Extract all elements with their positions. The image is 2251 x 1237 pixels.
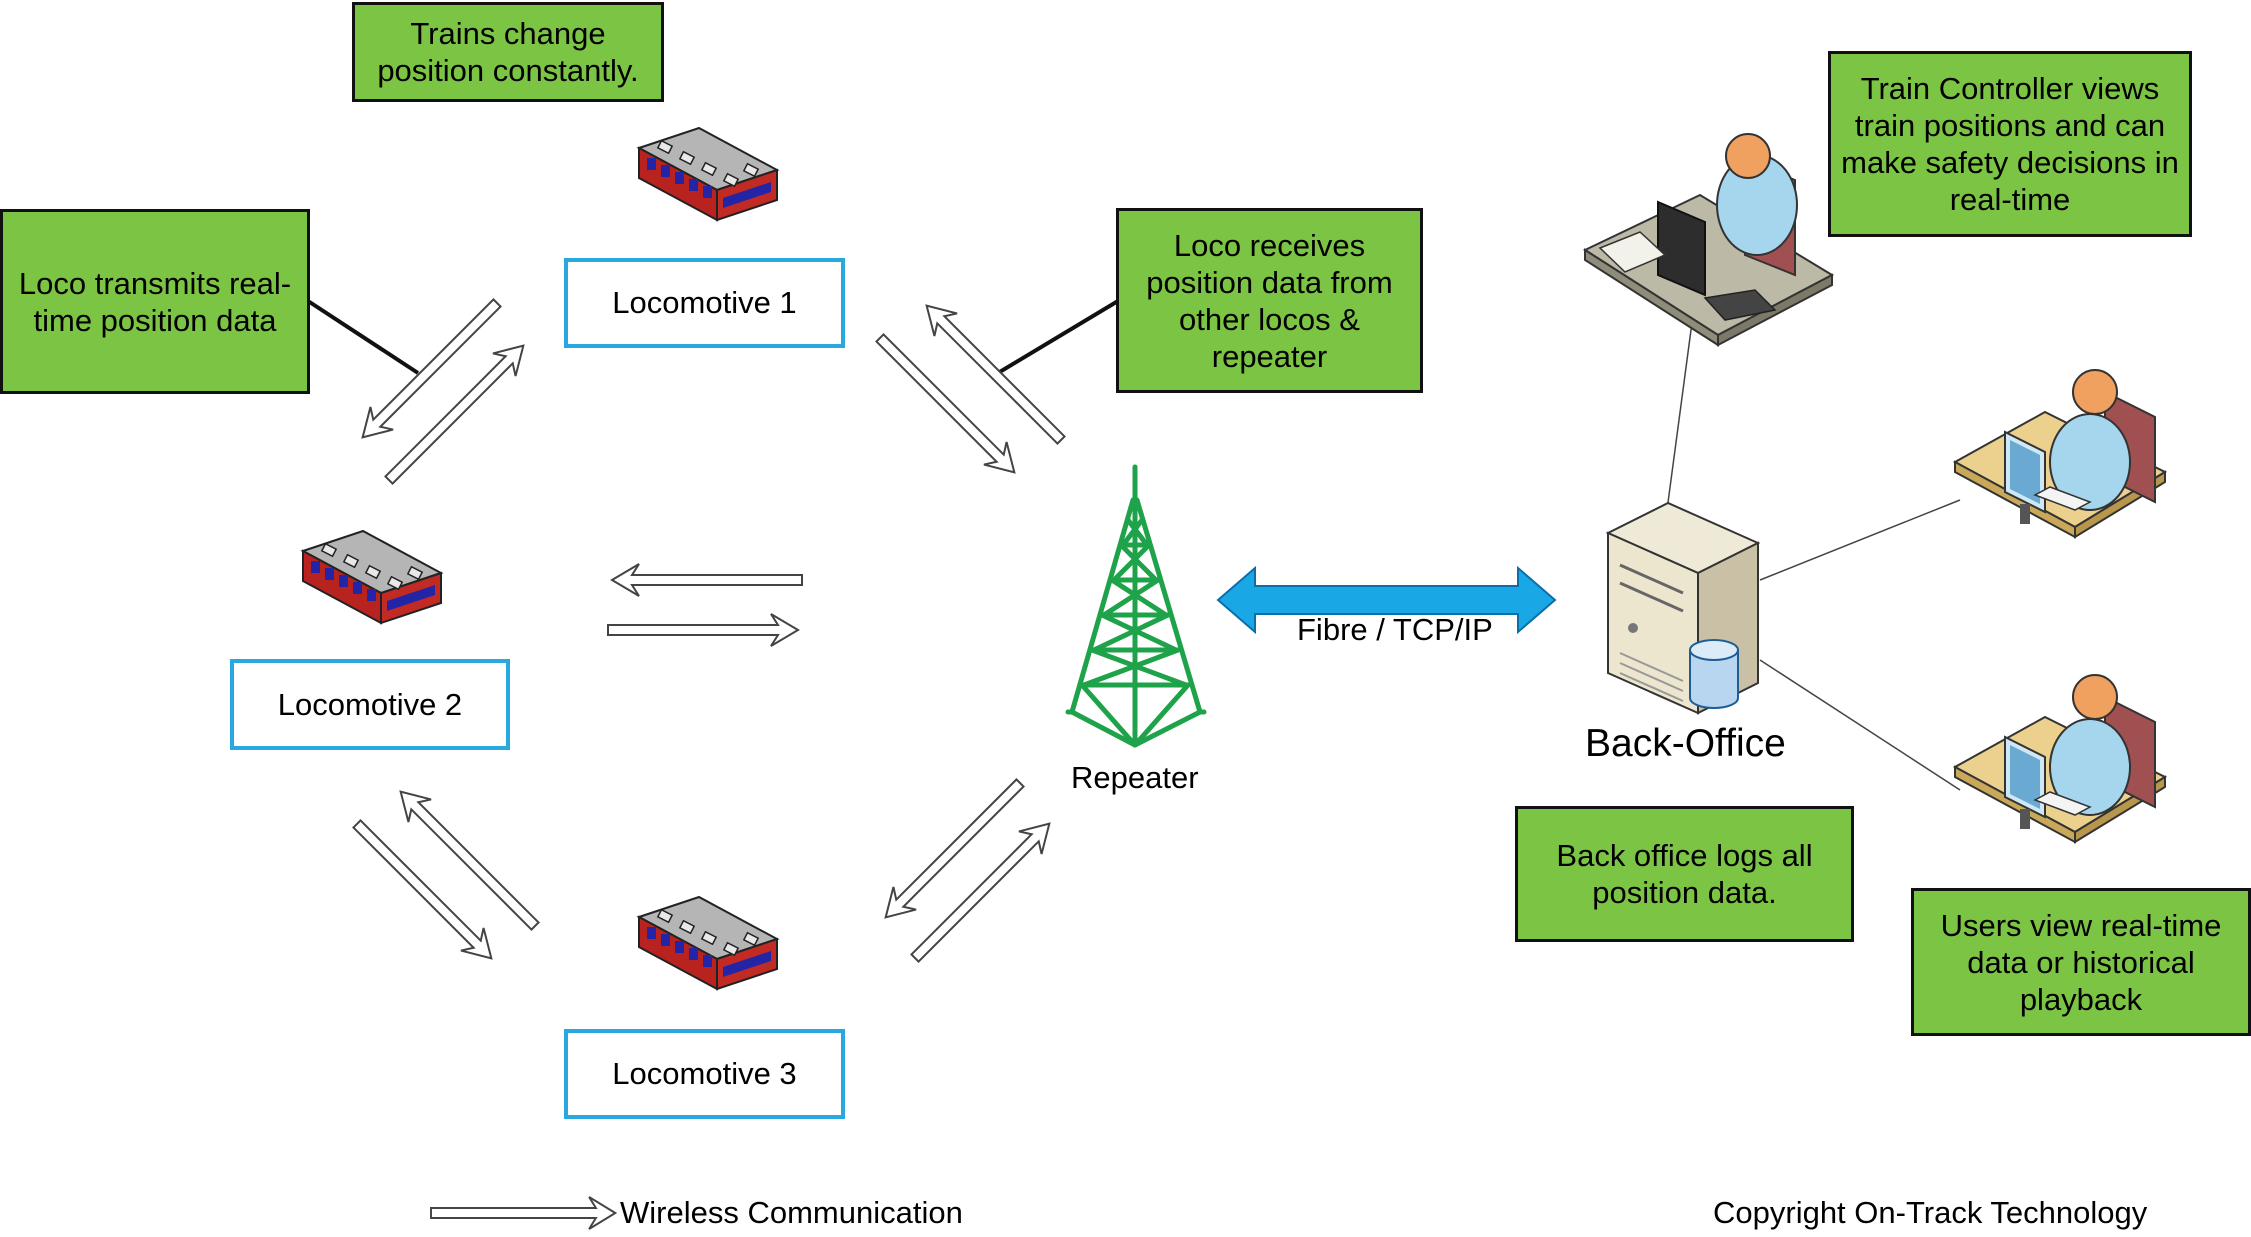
wireless-arrow xyxy=(376,333,536,493)
legend-label: Wireless Communication xyxy=(620,1195,963,1230)
fibre-link-arrow xyxy=(1216,565,1557,635)
wireless-arrow xyxy=(344,811,504,971)
callout-line-receives xyxy=(996,299,1120,375)
wireless-arrow xyxy=(607,613,799,647)
train-icon-1 xyxy=(638,127,778,221)
train-icon-2 xyxy=(302,530,442,624)
note-users-view: Users view real-time data or historical … xyxy=(1911,888,2251,1036)
back-office-label: Back-Office xyxy=(1585,722,1786,765)
workstation-icon-controller xyxy=(1582,133,1835,347)
note-loco-receives: Loco receives position data from other l… xyxy=(1116,208,1423,393)
database-icon xyxy=(1689,639,1739,709)
locomotive-2-box: Locomotive 2 xyxy=(230,659,510,750)
repeater-label: Repeater xyxy=(1071,760,1199,795)
wireless-arrow xyxy=(388,779,548,939)
workstation-icon-user-2 xyxy=(1954,674,2166,843)
tower-icon xyxy=(1065,464,1207,748)
wireless-arrow xyxy=(611,563,803,597)
note-train-controller: Train Controller views train positions a… xyxy=(1828,51,2192,237)
note-trains-change: Trains change position constantly. xyxy=(352,2,664,102)
fibre-link-label: Fibre / TCP/IP xyxy=(1297,612,1493,647)
train-icon-3 xyxy=(638,896,778,990)
wireless-arrow xyxy=(914,293,1074,453)
wireless-arrow xyxy=(873,770,1033,930)
copyright-text: Copyright On-Track Technology xyxy=(1713,1195,2148,1230)
note-loco-transmits: Loco transmits real- time position data xyxy=(0,209,310,394)
wireless-arrow xyxy=(902,811,1062,971)
locomotive-3-box: Locomotive 3 xyxy=(564,1029,845,1119)
workstation-icon-user-1 xyxy=(1954,369,2166,538)
locomotive-1-box: Locomotive 1 xyxy=(564,258,845,348)
wireless-arrow xyxy=(867,325,1027,485)
wireless-arrow xyxy=(350,290,510,450)
network-lines xyxy=(1664,299,1961,791)
callout-line-transmits xyxy=(306,299,420,375)
legend-arrow xyxy=(430,1196,617,1230)
note-back-office-logs: Back office logs all position data. xyxy=(1515,806,1854,942)
